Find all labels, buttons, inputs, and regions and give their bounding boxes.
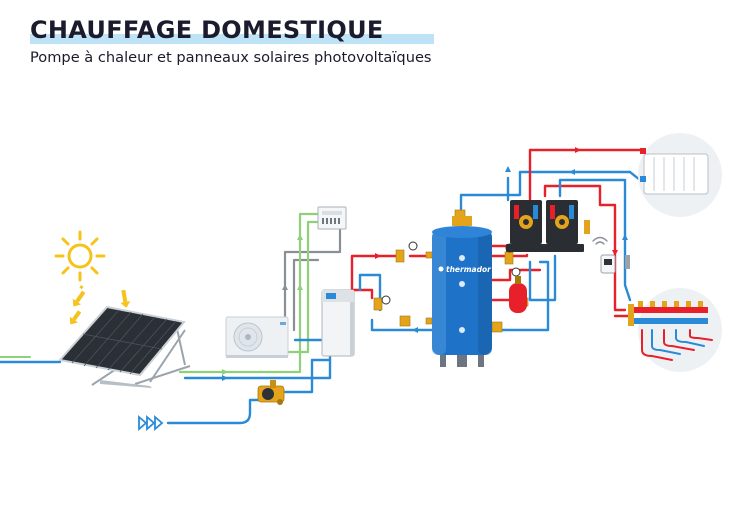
cold-pipe: [283, 358, 332, 394]
hydraulic-separator: [506, 244, 584, 252]
flow-arrows: [222, 147, 628, 381]
flow-arrow: [222, 369, 228, 375]
underfloor-room: [628, 288, 722, 372]
cold-pipe: [558, 178, 632, 302]
grey-pipe: [292, 258, 320, 332]
cold-pipe: [166, 398, 264, 425]
flow-arrow: [282, 284, 288, 290]
title-highlight: [30, 34, 434, 44]
flow-arrow: [412, 327, 418, 333]
grey-pipe: [283, 224, 342, 332]
page-title: CHAUFFAGE DOMESTIQUE: [30, 16, 384, 44]
flow-arrow: [622, 234, 628, 240]
cold-pipe: [528, 254, 557, 302]
flow-arrow: [575, 147, 581, 153]
arrows-icon: [69, 285, 131, 325]
floor-loops: [641, 329, 713, 361]
hot-pipe: [543, 184, 627, 312]
radiator: [640, 148, 709, 195]
buffer-tank: thermador: [432, 216, 492, 367]
thermostat: [600, 254, 616, 274]
outdoor-unit: [225, 316, 289, 358]
sun-icon: [54, 230, 106, 282]
title-block: CHAUFFAGE DOMESTIQUE: [30, 14, 434, 46]
hot-pipe: [350, 288, 374, 300]
flow-arrow: [297, 234, 303, 240]
wifi-icon: [592, 236, 608, 245]
manifold: [628, 301, 708, 326]
inlet-arrows-icon: [138, 415, 164, 431]
page-subtitle: Pompe à chaleur et panneaux solaires pho…: [30, 49, 432, 66]
flow-arrow: [505, 166, 511, 172]
pump-group-1: [510, 200, 542, 244]
expansion-vessel: [509, 276, 527, 313]
hot-pipe: [350, 254, 404, 292]
flow-arrow: [375, 253, 381, 259]
indoor-heat-pump: [321, 289, 355, 357]
tank-brand: thermador: [446, 265, 492, 274]
mixing-valve: [257, 380, 285, 405]
cold-pipe: [459, 170, 632, 217]
pump-group-2: [546, 200, 578, 244]
flow-arrow: [297, 284, 303, 290]
radiator-room: [638, 133, 722, 217]
sensor: [625, 255, 630, 269]
flow-arrow: [222, 375, 228, 381]
flow-arrow: [569, 169, 575, 175]
hot-pipe: [490, 253, 529, 258]
cold-pipe: [358, 273, 382, 312]
flow-arrow: [612, 250, 618, 256]
hot-pipe: [490, 268, 542, 282]
solar-panel: [58, 305, 191, 388]
controller-box: [317, 206, 347, 230]
valve: [584, 220, 590, 234]
green-pipe: [178, 212, 320, 374]
cold-pipe: [490, 260, 550, 332]
